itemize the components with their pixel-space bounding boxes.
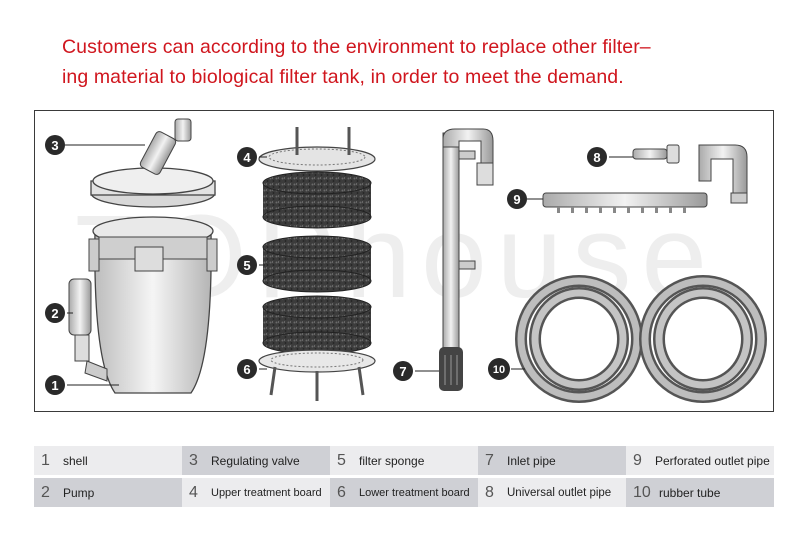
callout-10: 10 xyxy=(488,358,510,380)
callout-5-label: 5 xyxy=(243,258,250,273)
filter-stack-illustration xyxy=(258,127,376,401)
legend-label: Regulating valve xyxy=(211,453,300,468)
legend-item-filter-sponge: 5 filter sponge xyxy=(330,446,478,475)
legend-item-inlet-pipe: 7 Inlet pipe xyxy=(478,446,626,475)
callout-4: 4 xyxy=(237,147,257,167)
legend-label: filter sponge xyxy=(359,453,425,468)
headline-text: Customers can according to the environme… xyxy=(62,32,782,92)
callout-2: 2 xyxy=(45,303,65,323)
legend-label: rubber tube xyxy=(659,485,721,500)
legend-item-universal-outlet-pipe: 8 Universal outlet pipe xyxy=(478,478,626,507)
callout-6: 6 xyxy=(237,359,257,379)
legend-number: 4 xyxy=(189,483,198,501)
filter-tank-illustration xyxy=(68,118,218,394)
perforated-outlet-pipe-illustration xyxy=(542,192,708,213)
callout-7-label: 7 xyxy=(399,364,406,379)
legend-item-regulating-valve: 3 Regulating valve xyxy=(182,446,330,475)
callout-9: 9 xyxy=(507,189,527,209)
headline-line-1: Customers can according to the environme… xyxy=(62,36,651,58)
legend-number: 1 xyxy=(41,451,50,469)
universal-outlet-pipe-illustration xyxy=(632,144,748,204)
callout-4-label: 4 xyxy=(243,150,251,165)
callout-1: 1 xyxy=(45,375,65,395)
legend-label: Pump xyxy=(63,485,95,500)
legend-number: 10 xyxy=(633,483,651,501)
callout-5: 5 xyxy=(237,255,257,275)
parts-diagram: TOPhouse xyxy=(34,110,774,412)
inlet-pipe-illustration xyxy=(439,128,494,391)
callout-3: 3 xyxy=(45,135,65,155)
legend-label: Lower treatment board xyxy=(359,486,470,499)
legend-number: 5 xyxy=(337,451,346,469)
legend-label: Universal outlet pipe xyxy=(507,486,612,499)
legend-item-shell: 1 shell xyxy=(34,446,182,475)
legend-number: 8 xyxy=(485,483,494,501)
legend-item-rubber-tube: 10 rubber tube xyxy=(626,478,774,507)
legend-item-lower-treatment-board: 6 Lower treatment board xyxy=(330,478,478,507)
legend-item-perforated-outlet-pipe: 9 Perforated outlet pipe xyxy=(626,446,774,475)
callout-7: 7 xyxy=(393,361,413,381)
callout-6-label: 6 xyxy=(243,362,250,377)
callout-3-label: 3 xyxy=(51,138,58,153)
legend-number: 2 xyxy=(41,483,50,501)
rubber-tube-illustration xyxy=(515,275,767,403)
callout-9-label: 9 xyxy=(513,192,520,207)
callout-1-label: 1 xyxy=(51,378,58,393)
legend-label: Inlet pipe xyxy=(507,453,556,468)
parts-legend: 1 shell 3 Regulating valve 5 filter spon… xyxy=(34,446,774,508)
parts-illustration: 3 2 1 4 5 6 7 8 xyxy=(45,118,767,403)
legend-number: 9 xyxy=(633,451,642,469)
callout-10-label: 10 xyxy=(493,364,505,376)
callout-2-label: 2 xyxy=(51,306,58,321)
legend-number: 7 xyxy=(485,451,494,469)
callout-8: 8 xyxy=(587,147,607,167)
legend-item-upper-treatment-board: 4 Upper treatment board xyxy=(182,478,330,507)
leader-lines xyxy=(65,144,633,386)
legend-label: Perforated outlet pipe xyxy=(655,453,770,468)
callout-8-label: 8 xyxy=(593,150,600,165)
legend-number: 3 xyxy=(189,451,198,469)
legend-number: 6 xyxy=(337,483,346,501)
legend-label: Upper treatment board xyxy=(211,486,322,499)
legend-label: shell xyxy=(63,453,88,468)
legend-item-pump: 2 Pump xyxy=(34,478,182,507)
headline-line-2: ing material to biological filter tank, … xyxy=(62,66,624,88)
